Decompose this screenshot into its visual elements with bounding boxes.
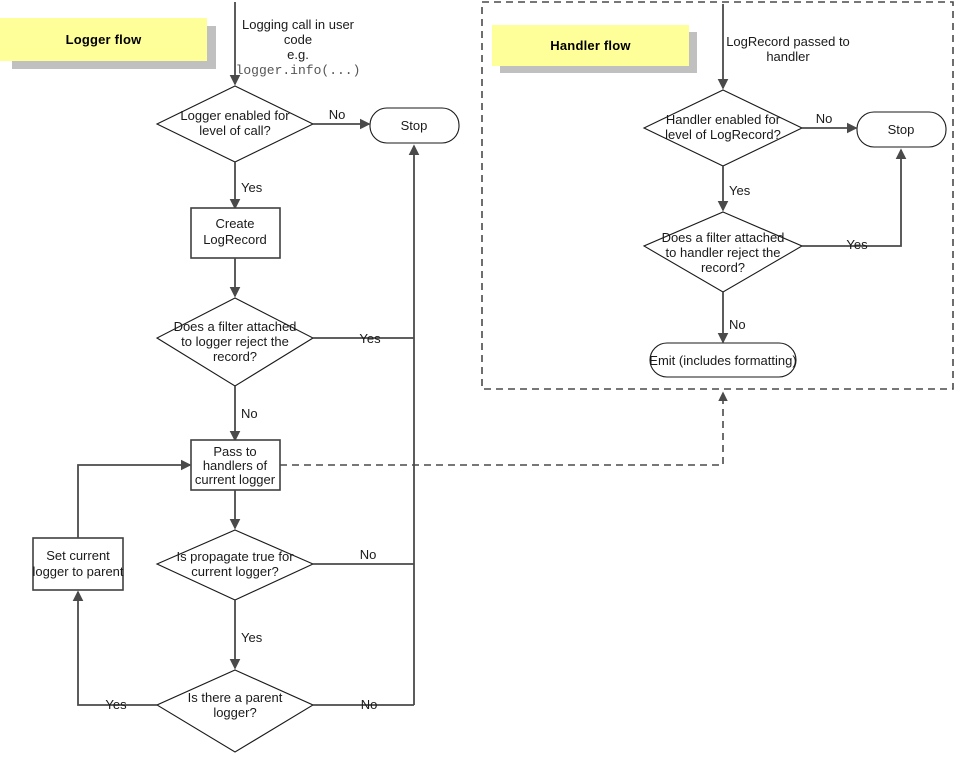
label-handler-filter-yes: Yes bbox=[846, 237, 868, 252]
process-create-logrecord-line1: Create bbox=[215, 216, 254, 231]
process-set-current-logger-line2: logger to parent bbox=[32, 564, 123, 579]
process-set-current-logger-line1: Set current bbox=[46, 548, 110, 563]
label-propagate-no: No bbox=[360, 547, 377, 562]
decision-parent-logger-line2: logger? bbox=[213, 705, 256, 720]
logger-flow-banner: Logger flow bbox=[0, 18, 207, 61]
decision-logger-enabled-line1: Logger enabled for bbox=[180, 108, 290, 123]
logger-entry-note-line3: e.g. bbox=[287, 47, 309, 62]
decision-handler-filter-line3: record? bbox=[701, 260, 745, 275]
decision-handler-enabled-line2: level of LogRecord? bbox=[665, 127, 781, 142]
handler-entry-note-line1: LogRecord passed to bbox=[726, 34, 850, 49]
logger-entry-note-line2: code bbox=[284, 32, 312, 47]
handler-flow-banner-label: Handler flow bbox=[550, 38, 631, 53]
decision-handler-filter-line1: Does a filter attached bbox=[662, 230, 785, 245]
decision-logger-filter-line3: record? bbox=[213, 349, 257, 364]
process-pass-to-handlers-line2: handlers of bbox=[203, 458, 268, 473]
handler-entry-note-line2: handler bbox=[766, 49, 810, 64]
label-parent-no: No bbox=[361, 697, 378, 712]
decision-handler-filter-line2: to handler reject the bbox=[666, 245, 781, 260]
terminal-handler-stop bbox=[856, 111, 947, 148]
process-pass-to-handlers-line1: Pass to bbox=[213, 444, 256, 459]
process-create-logrecord bbox=[190, 207, 281, 259]
decision-propagate-line1: Is propagate true for bbox=[176, 549, 294, 564]
terminal-logger-stop-label: Stop bbox=[401, 118, 428, 133]
decision-logger-filter-line1: Does a filter attached bbox=[174, 319, 297, 334]
handler-flow-region-border bbox=[481, 1, 954, 390]
label-logger-filter-yes: Yes bbox=[359, 331, 381, 346]
edge-pass-to-handler-flow bbox=[280, 391, 728, 466]
label-logger-enabled-no: No bbox=[329, 107, 346, 122]
edge-handler-filter-yes bbox=[802, 148, 907, 247]
logger-entry-note-code: logger.info(...) bbox=[236, 63, 361, 78]
decision-handler-enabled-line1: Handler enabled for bbox=[666, 112, 781, 127]
decision-parent-logger bbox=[155, 669, 315, 753]
decision-propagate-line2: current logger? bbox=[191, 564, 278, 579]
label-handler-enabled-no: No bbox=[816, 111, 833, 126]
label-logger-enabled-yes: Yes bbox=[241, 180, 263, 195]
label-propagate-yes: Yes bbox=[241, 630, 263, 645]
label-handler-filter-no: No bbox=[729, 317, 746, 332]
label-handler-enabled-yes: Yes bbox=[729, 183, 751, 198]
edge-set-parent-to-pass bbox=[77, 459, 192, 538]
terminal-emit-label: Emit (includes formatting) bbox=[649, 353, 796, 368]
terminal-handler-stop-label: Stop bbox=[888, 122, 915, 137]
logger-entry-note-line1: Logging call in user bbox=[242, 17, 355, 32]
process-pass-to-handlers-line3: current logger bbox=[195, 472, 276, 487]
decision-logger-filter-line2: to logger reject the bbox=[181, 334, 289, 349]
decision-logger-enabled-line2: level of call? bbox=[199, 123, 271, 138]
edge-parent-yes bbox=[72, 590, 157, 706]
decision-parent-logger-line1: Is there a parent bbox=[188, 690, 283, 705]
label-logger-filter-no: No bbox=[241, 406, 258, 421]
terminal-emit bbox=[649, 342, 797, 378]
label-parent-yes: Yes bbox=[105, 697, 127, 712]
terminal-logger-stop bbox=[369, 107, 460, 144]
process-create-logrecord-line2: LogRecord bbox=[203, 232, 267, 247]
handler-flow-banner: Handler flow bbox=[492, 25, 689, 66]
logger-flow-banner-label: Logger flow bbox=[65, 32, 142, 47]
